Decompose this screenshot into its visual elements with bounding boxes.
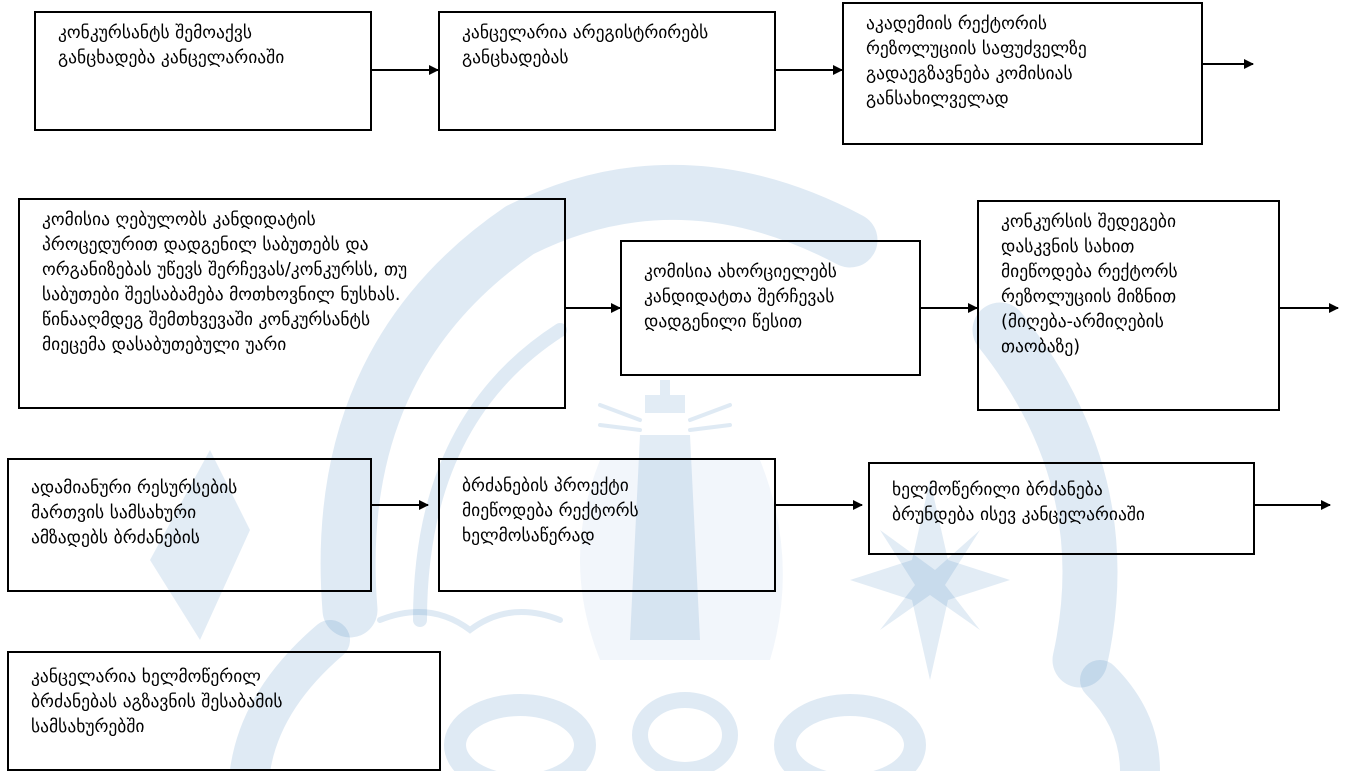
step-box-5: კომისია ახორციელებს კანდიდატთა შერჩევას … [620,240,921,376]
step-box-7: ადამიანური რესურსების მართვის სამსახური … [7,458,372,592]
step-box-1: კონკურსანტს შემოაქვს განცხადება კანცელარ… [34,11,372,131]
step-box-8: ბრძანების პროექტი მიეწოდება რექტორს ხელმ… [438,458,776,592]
step-box-10: კანცელარია ხელმოწერილ ბრძანებას აგზავნის… [7,651,441,771]
step-box-2: კანცელარია არეგისტრირებს განცხადებას [438,11,776,131]
step-box-6: კონკურსის შედეგები დასკვნის სახით მიეწოდ… [977,200,1280,411]
step-box-9: ხელმოწერილი ბრძანება ბრუნდება ისევ კანცე… [868,462,1255,555]
step-box-3: აკადემიის რექტორის რეზოლუციის საფუძველზე… [842,2,1203,145]
step-box-4: კომისია ღებულობს კანდიდატის პროცედურით დ… [18,198,566,409]
